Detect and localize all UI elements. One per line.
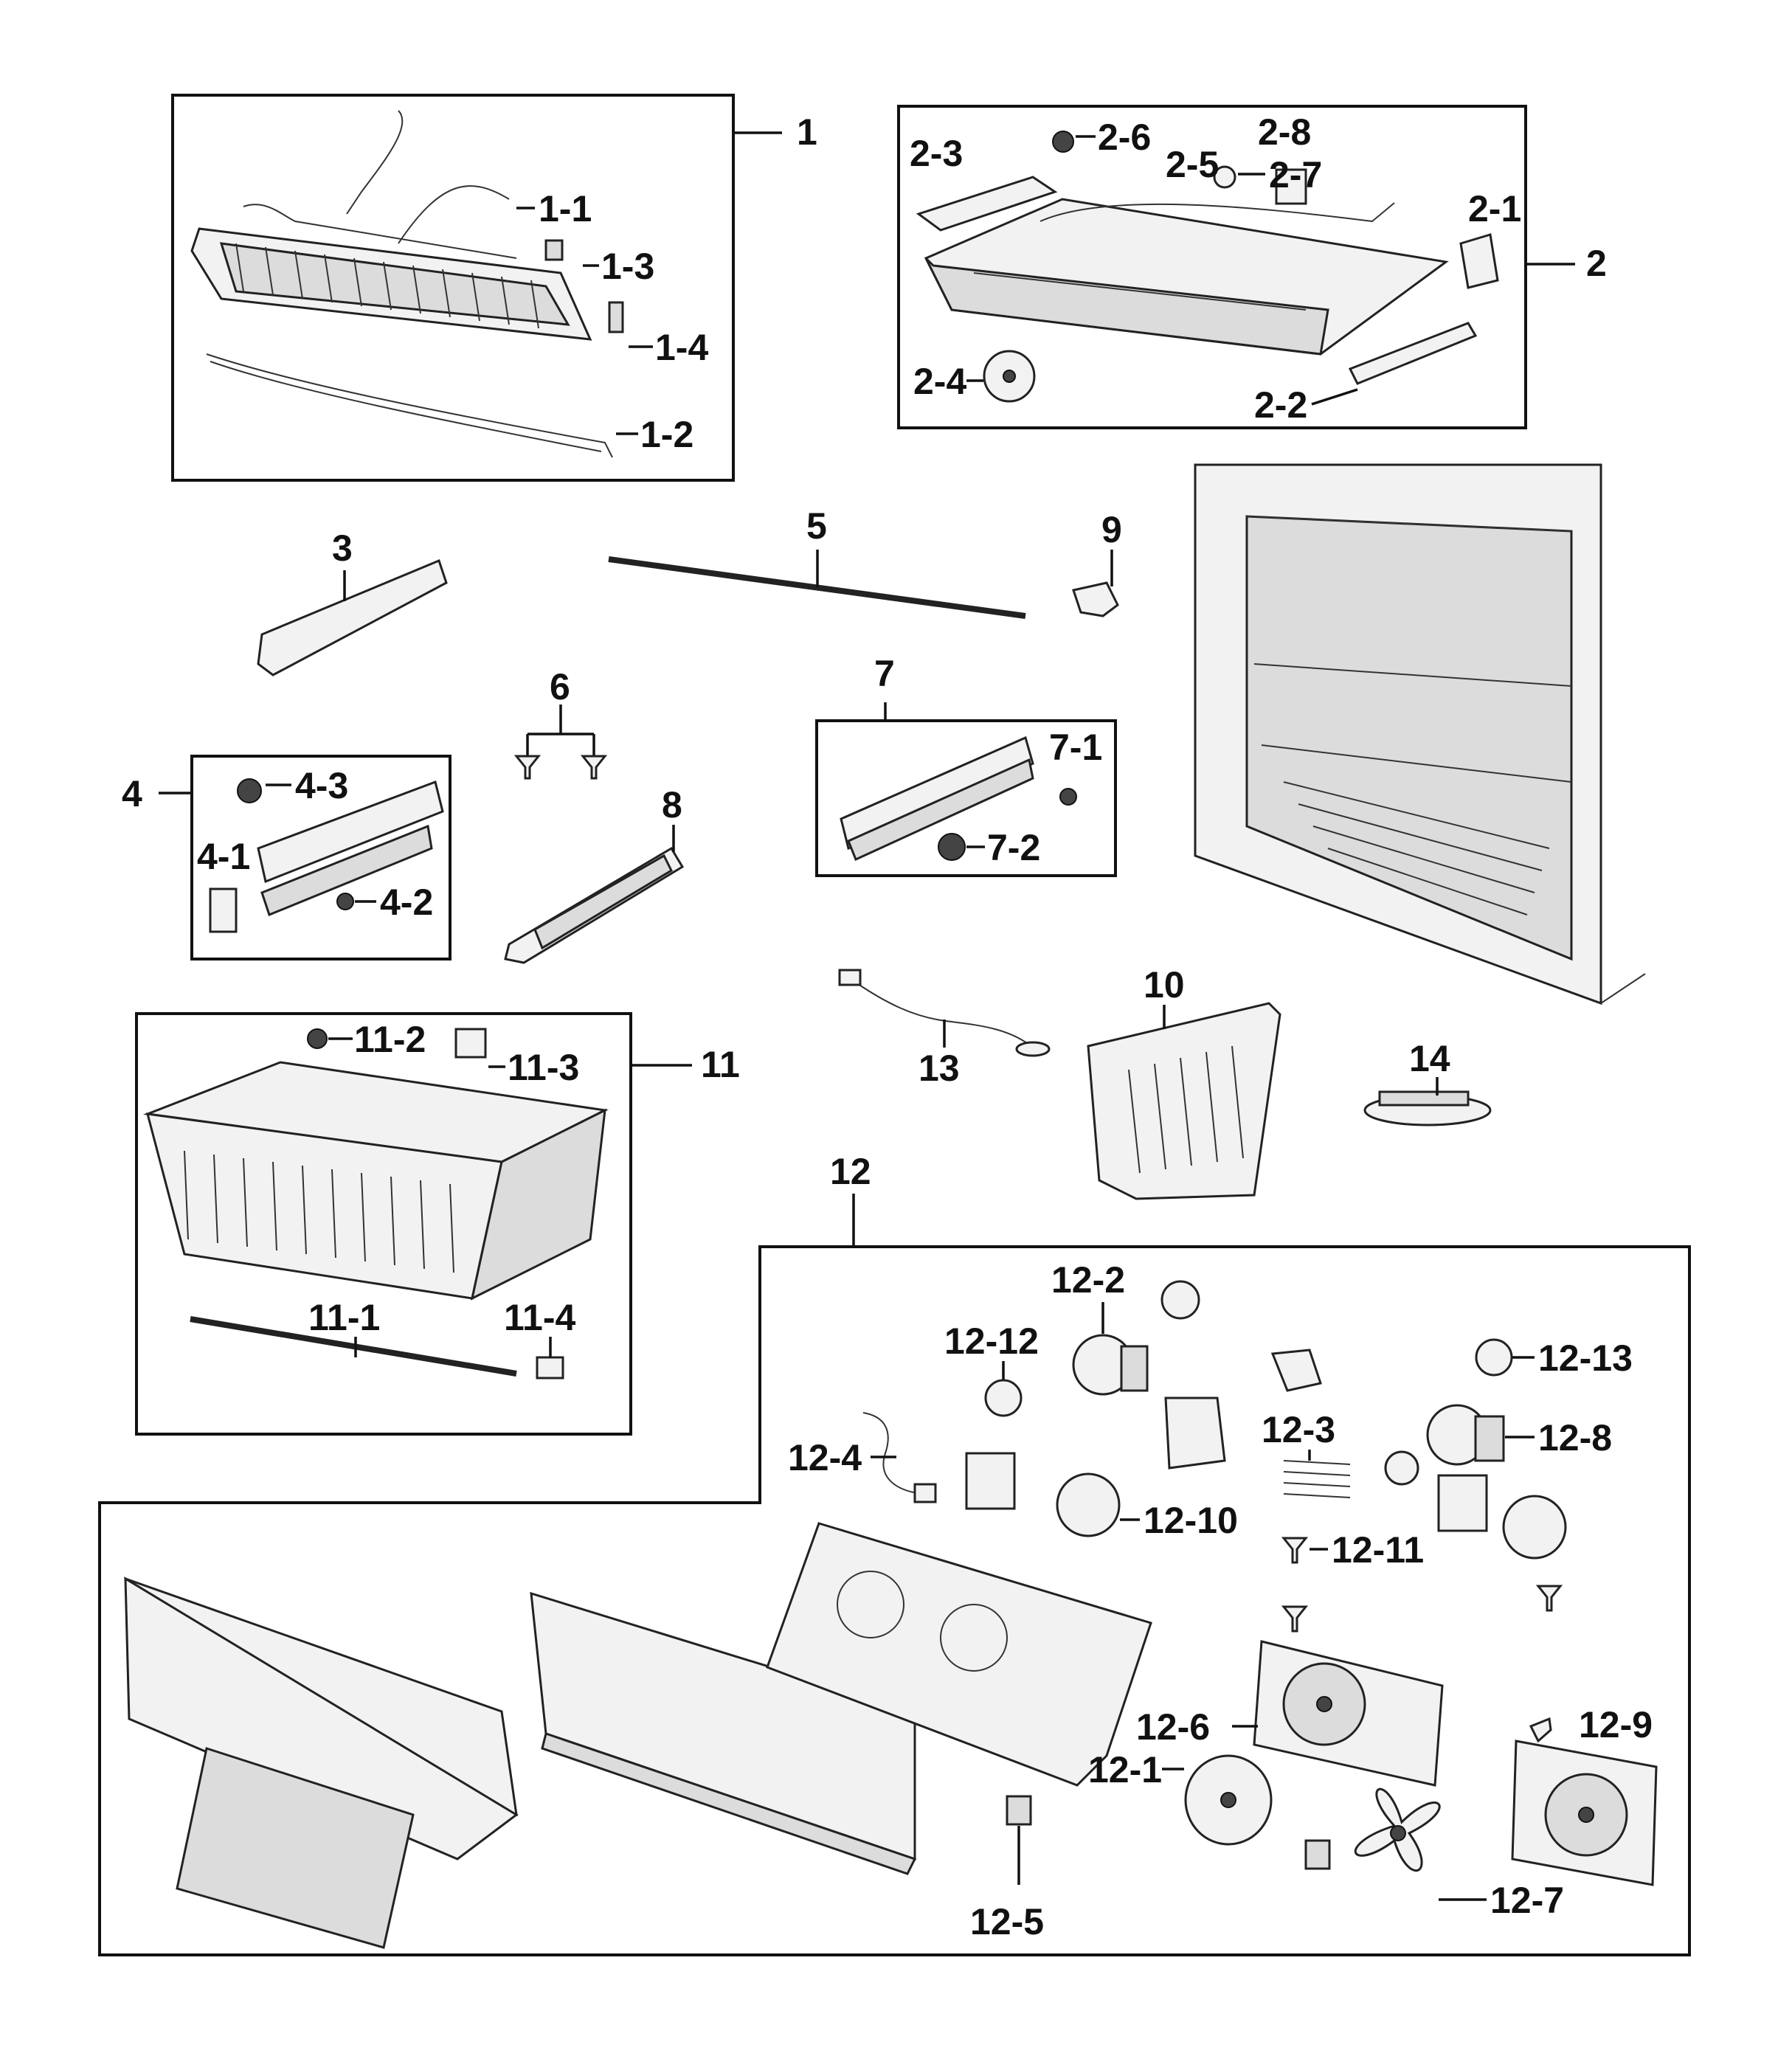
item-8-rail: 8 — [504, 784, 685, 964]
callout-11-2: 11-2 — [354, 1019, 426, 1060]
callout-8: 8 — [662, 784, 682, 825]
item-12-7-propeller — [1304, 1787, 1441, 1872]
callout-6: 6 — [550, 666, 570, 707]
item-10-grille: 10 — [1087, 964, 1281, 1200]
freezer-cabinet-part — [1194, 463, 1646, 1005]
callout-2: 2 — [1586, 243, 1607, 284]
group-1-evaporator: 1 1-1 1-3 1-4 1-2 — [171, 94, 817, 482]
basket-part — [143, 1061, 609, 1301]
callout-12-6: 12-6 — [1136, 1706, 1210, 1748]
callout-4-2: 4-2 — [380, 882, 433, 923]
callout-13: 13 — [919, 1048, 960, 1089]
callout-2-8: 2-8 — [1258, 111, 1311, 153]
callout-4: 4 — [122, 773, 142, 814]
callout-4-1: 4-1 — [197, 836, 250, 877]
callout-1-3: 1-3 — [601, 246, 654, 287]
callout-7-2: 7-2 — [987, 827, 1040, 868]
callout-7: 7 — [874, 653, 895, 694]
callout-11-1: 11-1 — [308, 1297, 380, 1338]
callout-12-11: 12-11 — [1332, 1529, 1424, 1571]
item-12-12-gear — [984, 1379, 1023, 1417]
item-3-rail: 3 — [257, 527, 448, 676]
callout-10: 10 — [1144, 964, 1185, 1005]
item-12-1-fan — [1184, 1754, 1273, 1846]
group-2-frame — [897, 105, 1527, 429]
callout-2-3: 2-3 — [910, 133, 963, 174]
callout-12: 12 — [830, 1151, 871, 1192]
callout-1: 1 — [797, 111, 817, 153]
callout-2-6: 2-6 — [1098, 117, 1151, 158]
group-4-rail-assembly: 4 4-3 4-1 4-2 — [122, 755, 452, 960]
callout-1-4: 1-4 — [655, 327, 708, 368]
drawer-part — [916, 131, 1499, 403]
callout-2-7: 2-7 — [1269, 154, 1322, 195]
group-2-drawer: 2-3 2-6 2-5 2-8 2-7 2-1 2 2-4 2-2 — [897, 105, 1607, 429]
callout-5: 5 — [806, 505, 827, 547]
item-12-3-housing — [1270, 1349, 1322, 1392]
callout-1-2: 1-2 — [640, 414, 693, 455]
item-6-screws: 6 — [513, 666, 608, 780]
group-11-basket: 11-2 11-3 11 11-1 11-4 — [135, 1012, 740, 1436]
callout-12-1: 12-1 — [1088, 1749, 1162, 1790]
item-12-4-harness — [862, 1412, 923, 1495]
item-13-sensor: 13 — [838, 969, 1051, 1089]
callout-12-3: 12-3 — [1262, 1409, 1335, 1450]
callout-12-4: 12-4 — [788, 1437, 862, 1478]
item-12-10-damper — [965, 1452, 1567, 1560]
callout-11: 11 — [701, 1044, 740, 1085]
callout-12-10: 12-10 — [1144, 1500, 1238, 1541]
item-9-clip: 9 — [1072, 509, 1122, 617]
group-7-frame — [815, 719, 1117, 877]
item-12-11-screw — [1281, 1537, 1309, 1564]
evaporator-cover-front — [124, 1576, 519, 1949]
callout-7-1: 7-1 — [1049, 727, 1102, 768]
item-5-bar: 5 — [608, 505, 1026, 619]
callout-12-2: 12-2 — [1051, 1259, 1125, 1301]
group-12-frame — [98, 1245, 1691, 1956]
callout-2-2: 2-2 — [1254, 384, 1307, 426]
callout-14: 14 — [1409, 1038, 1450, 1079]
callout-3: 3 — [332, 527, 353, 569]
callout-4-3: 4-3 — [295, 765, 348, 806]
evaporator-cover-rear — [530, 1591, 917, 1875]
callout-1-1: 1-1 — [539, 188, 592, 229]
group-1-frame — [171, 94, 735, 482]
insulation-panel — [766, 1522, 1152, 1787]
callout-12-5: 12-5 — [970, 1901, 1044, 1942]
item-12-3-spring — [1283, 1460, 1351, 1498]
item-12-6-bracket — [1253, 1640, 1444, 1787]
item-12-13-gear — [1475, 1338, 1513, 1377]
callout-12-7: 12-7 — [1490, 1880, 1564, 1921]
item-14-cover: 14 — [1363, 1038, 1492, 1126]
group-11-frame — [135, 1012, 632, 1436]
item-12-2-motor — [1072, 1280, 1200, 1396]
callout-11-3: 11-3 — [508, 1047, 579, 1088]
item-12-8-motor — [1384, 1404, 1505, 1486]
callout-9: 9 — [1101, 509, 1122, 550]
callout-12-9: 12-9 — [1579, 1704, 1653, 1745]
group-4-frame — [190, 755, 452, 960]
evaporator-part — [190, 110, 624, 458]
item-12-9-bracket — [1511, 1717, 1658, 1886]
callout-12-8: 12-8 — [1538, 1417, 1612, 1458]
callout-2-1: 2-1 — [1468, 188, 1521, 229]
callout-2-5: 2-5 — [1166, 144, 1219, 185]
callout-12-12: 12-12 — [944, 1321, 1039, 1362]
group-12-fan-assembly: 12 12-2 12-12 — [98, 1151, 1691, 1956]
callout-2-4: 2-4 — [913, 361, 966, 402]
callout-11-4: 11-4 — [504, 1297, 576, 1338]
item-12-5-spring — [1006, 1795, 1032, 1826]
callout-12-13: 12-13 — [1538, 1337, 1633, 1379]
group-7-slide-rail: 7 7-1 7-2 — [815, 653, 1117, 877]
